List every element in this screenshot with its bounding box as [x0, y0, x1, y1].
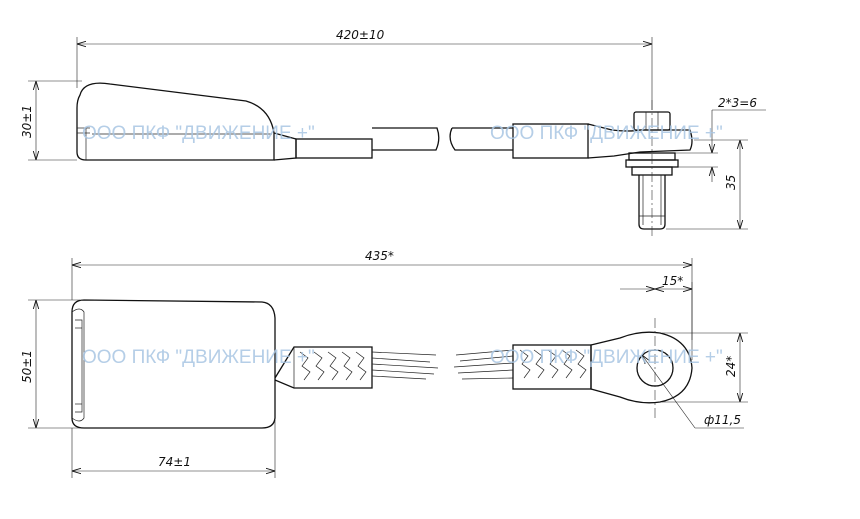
watermark-bottom-left: ООО ПКФ "ДВИЖЕНИЕ +" [82, 347, 315, 368]
dim-bottom-hole: ф11,5 [704, 413, 741, 427]
top-buckle-body [76, 82, 275, 161]
dim-top-bolt: 35 [724, 175, 738, 190]
dim-top-length: 420±10 [336, 28, 385, 42]
bottom-eye-plate [590, 331, 693, 404]
dim-bottom-eye-offset: 15* [662, 274, 683, 288]
dim-top-height: 30±1 [20, 105, 34, 138]
watermark-bottom-right: ООО ПКФ "ДВИЖЕНИЕ +" [490, 347, 723, 368]
watermark-top-left: ООО ПКФ "ДВИЖЕНИЕ +" [82, 123, 315, 144]
bottom-buckle-body [71, 299, 276, 429]
watermark-top-right: ООО ПКФ "ДВИЖЕНИЕ +" [490, 123, 723, 144]
top-view: 420±10 30±1 2*3=6 35 ООО ПКФ "ДВИЖЕНИЕ +… [20, 28, 766, 236]
bottom-view: 435* 50±1 74±1 15* 24* ф11,5 ООО ПКФ "ДВ… [20, 249, 748, 478]
dim-bottom-width: 74±1 [158, 455, 191, 469]
dim-bottom-eye-width: 24* [724, 356, 738, 377]
dim-top-washer: 2*3=6 [718, 96, 757, 110]
bottom-left-sleeve [274, 346, 373, 389]
dim-bottom-height: 50±1 [20, 350, 34, 383]
dim-bottom-length: 435* [365, 249, 394, 263]
